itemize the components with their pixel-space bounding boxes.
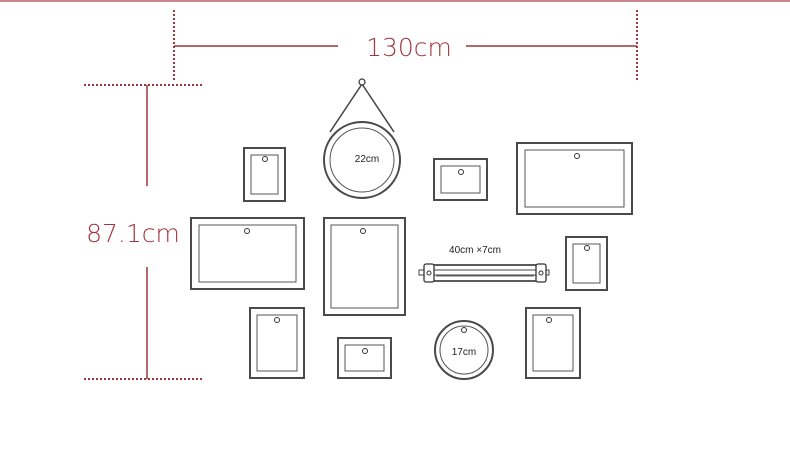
hook-icon <box>458 169 464 175</box>
shelf-rod <box>418 269 550 276</box>
frame-large-portrait-center <box>323 217 406 316</box>
height-label: 87.1cm <box>86 219 180 248</box>
hook-icon <box>262 156 268 162</box>
hook-icon <box>574 153 580 159</box>
nail-icon <box>358 78 366 86</box>
frame-round-large: 22cm <box>323 78 401 199</box>
hanging-cord-right <box>361 83 395 133</box>
hook-icon <box>274 317 280 323</box>
hook-icon <box>584 245 590 251</box>
frame-small-landscape-top-center <box>433 158 488 201</box>
shelf: 40cm ×7cm <box>418 245 550 283</box>
hook-icon <box>546 317 552 323</box>
frame-medium-portrait-bottom-right <box>525 307 581 379</box>
frame-small-portrait-right <box>565 236 608 291</box>
height-dimension: 87.1cm <box>84 84 204 380</box>
round-small-size-label: 17cm <box>452 347 476 358</box>
frame-large-landscape-top-right <box>516 142 633 215</box>
hook-icon <box>461 327 467 333</box>
frame-small-portrait-top-left <box>243 147 286 202</box>
hook-icon <box>360 228 366 234</box>
frame-medium-portrait-bottom-left <box>249 307 305 379</box>
width-label: 130cm <box>366 33 452 62</box>
frame-small-landscape-bottom <box>337 337 392 379</box>
round-large-size-label: 22cm <box>355 154 379 165</box>
frame-round-small: 17cm <box>434 320 494 380</box>
hanging-cord-left <box>329 83 363 133</box>
hook-icon <box>244 228 250 234</box>
shelf-size-label: 40cm ×7cm <box>449 245 501 256</box>
width-dimension: 130cm <box>173 10 638 80</box>
hook-icon <box>362 348 368 354</box>
frame-large-landscape-left <box>190 217 305 290</box>
